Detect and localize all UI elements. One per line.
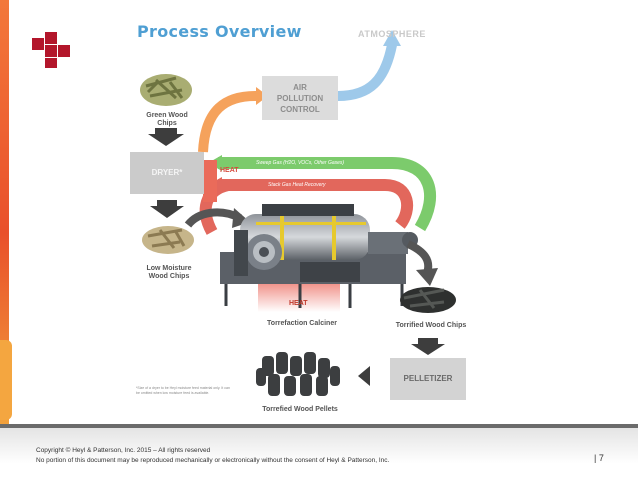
dryer-down-arrow (150, 200, 184, 218)
green-chips-line-2: Chips (157, 120, 177, 127)
stack-gas-flow (218, 179, 413, 229)
low-moisture-line-1: Low Moisture (146, 265, 192, 272)
green-wood-chips-image (140, 74, 192, 106)
torrified-down-arrow (411, 338, 445, 355)
dryer-label: DRYER* (151, 168, 183, 177)
accent-sidebar-tab (0, 340, 12, 420)
stack-gas-label: Stack Gas Heat Recovery (268, 182, 326, 188)
torrified-chips-label: Torrified Wood Chips (395, 322, 467, 329)
process-diagram (140, 30, 456, 396)
pelletizer-left-arrow (358, 366, 370, 386)
green-wood-chips-label: Green Wood Chips (140, 112, 194, 128)
calciner-heat-label: HEAT (289, 300, 308, 307)
stack-gas-return (199, 179, 230, 235)
torrefaction-calciner-image (220, 204, 418, 308)
footer-background (0, 428, 638, 479)
sweep-gas-flow (218, 157, 437, 232)
apc-line-2: POLLUTION (276, 94, 324, 103)
apc-line-1: AIR (293, 83, 307, 92)
low-moisture-chips-image (142, 226, 194, 254)
page-number: | 7 (594, 453, 604, 463)
sweep-gas-label: Sweep Gas (H2O, VOCs, Other Gases) (256, 160, 345, 166)
dryer-heat-zone (203, 160, 217, 202)
low-moisture-line-2: Wood Chips (148, 273, 190, 280)
pelletizer-box: PELLETIZER (390, 358, 466, 400)
discharge-arrowhead (416, 268, 438, 286)
dryer-box: DRYER* (130, 152, 204, 194)
dryer-heat-label: HEAT (220, 167, 239, 174)
slide-title: Process Overview (137, 22, 302, 41)
torrefied-pellets-image (256, 352, 340, 396)
calciner-label: Torrefaction Calciner (267, 320, 337, 327)
torrified-chips-image (400, 287, 456, 313)
clean-gas-flow (337, 43, 397, 101)
air-pollution-control-box: AIR POLLUTION CONTROL (262, 76, 338, 120)
copyright-notice: Copyright © Heyl & Patterson, Inc. 2015 … (36, 446, 389, 466)
moisture-flow (198, 90, 259, 153)
company-logo (32, 32, 70, 68)
atmosphere-label: ATMOSPHERE (358, 29, 426, 39)
pellets-label: Torrefied Wood Pellets (262, 406, 338, 413)
dryer-footnote: *Size of a dryer to be Heyl moisture fee… (136, 386, 230, 395)
accent-sidebar (0, 0, 9, 424)
low-moisture-chips-label: Low Moisture Wood Chips (138, 265, 200, 281)
footer-divider (0, 424, 638, 428)
copyright-line-2: No portion of this document may be repro… (36, 457, 390, 464)
green-chips-arrow (148, 128, 184, 146)
clean-gas-arrowhead (383, 30, 401, 46)
apc-line-3: CONTROL (280, 105, 320, 114)
pelletizer-label: PELLETIZER (403, 374, 453, 383)
green-chips-line-1: Green Wood (146, 112, 188, 119)
copyright-line-1: Copyright © Heyl & Patterson, Inc. 2015 … (36, 447, 211, 454)
